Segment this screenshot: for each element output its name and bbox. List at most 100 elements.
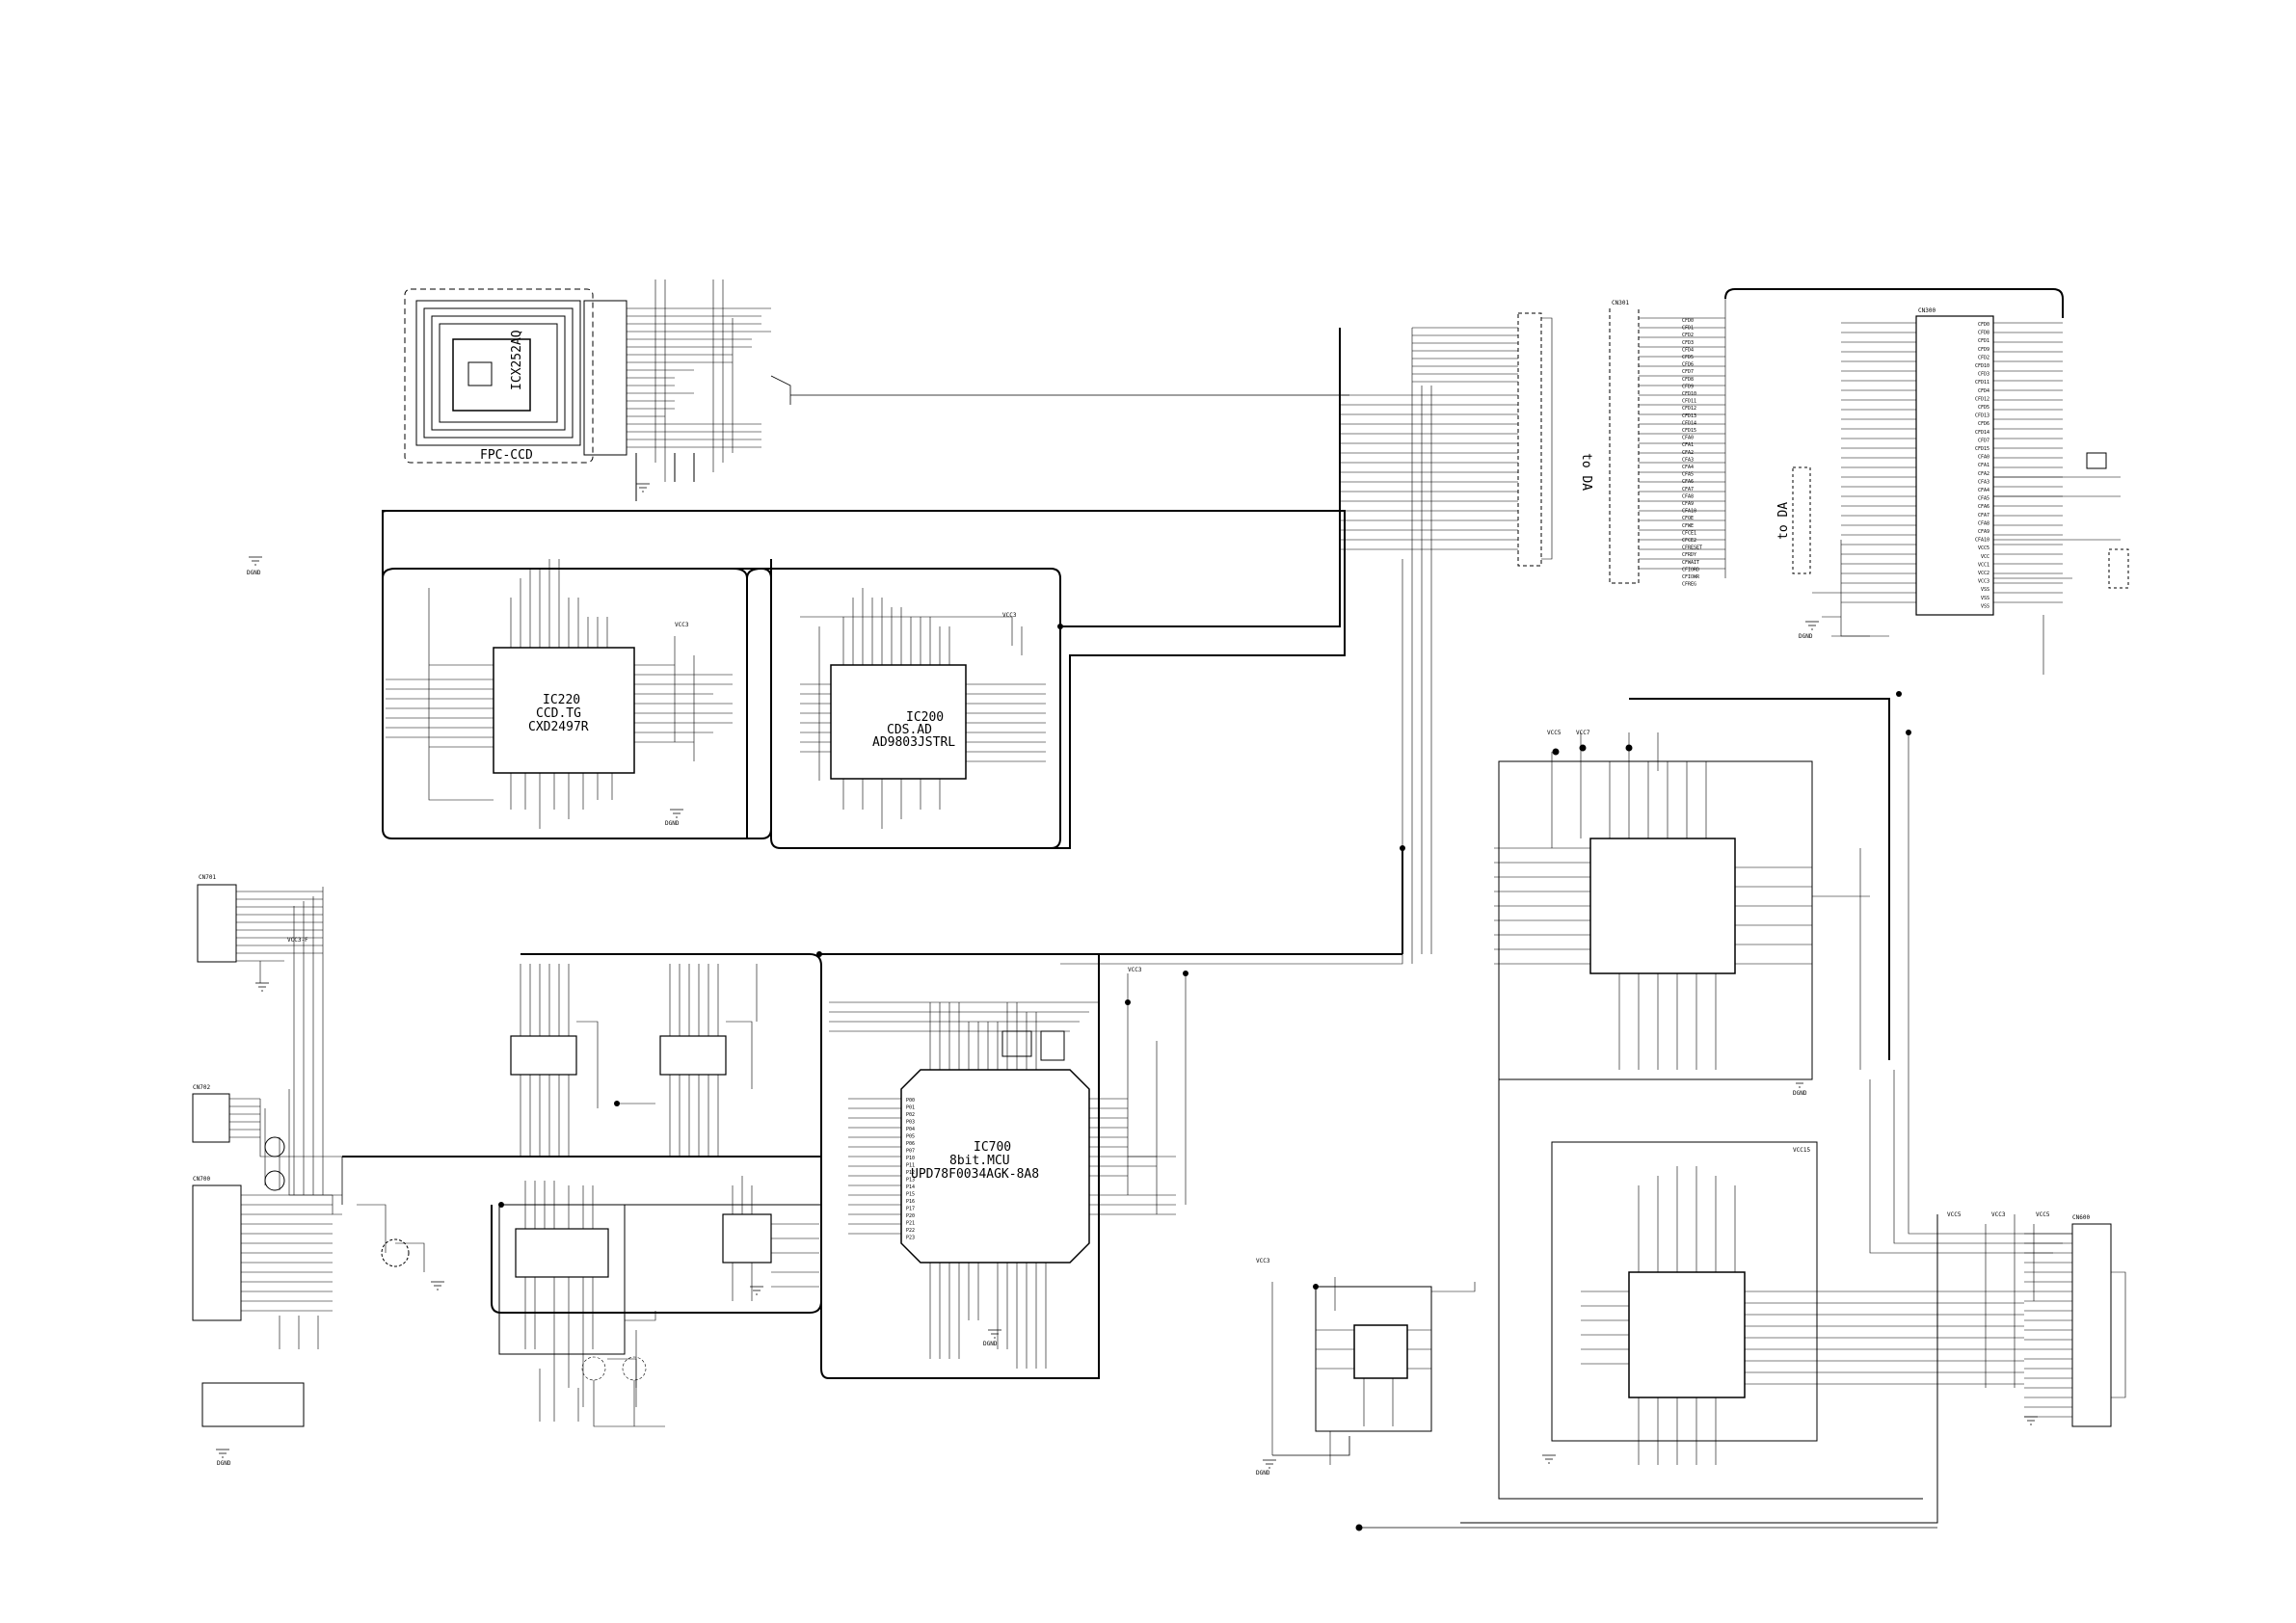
cn300-top-bus: [1724, 288, 2064, 318]
cn300_right-pin-label: CFD11: [1975, 380, 1989, 386]
cn301_left-pin-label: CFRDY: [1682, 552, 1696, 558]
ic700_left-pin-label: P22: [906, 1228, 915, 1234]
cn301_left-pin-label: CFD5: [1682, 355, 1694, 360]
ic220-part: CXD2497R: [528, 720, 589, 734]
cn301_left-pin-label: CFD3: [1682, 340, 1694, 346]
ic200-part: AD9803JSTRL: [872, 735, 955, 750]
cn301_left-pin-label: CFA3: [1682, 457, 1694, 463]
ic700_left-pin-label: P23: [906, 1236, 915, 1241]
cn300_right-pin-label: CFD6: [1978, 421, 1989, 427]
ic700_left-pin-label: P07: [906, 1149, 915, 1155]
ground-symbols: [216, 483, 2038, 1469]
ic700_left-pin-label: P15: [906, 1192, 915, 1198]
cn300_right-pin-label: CFD1: [1978, 338, 1989, 344]
ic220-ref: IC220: [543, 693, 580, 707]
cn301_left-pin-label: CFWAIT: [1682, 560, 1699, 566]
cn702-left-block: [192, 1089, 342, 1196]
cn301_left-pin-label: CFCE1: [1682, 530, 1696, 536]
ic700_left-pin-label: P20: [906, 1213, 915, 1219]
cn301_left-pin-label: CFOE: [1682, 516, 1694, 521]
cn301_left-pin-label: CFD2: [1682, 333, 1694, 338]
cn301_left-pin-label: CFD1: [1682, 326, 1694, 332]
cn700-label: CN700: [193, 1176, 210, 1183]
cn300_right-pin-label: CFD15: [1975, 446, 1989, 452]
dgnd-label-b: DGND: [665, 820, 680, 827]
dgnd-label-e: DGND: [983, 1341, 998, 1347]
cn301_left-pin-label: CFD15: [1682, 428, 1696, 434]
cn300_right-pin-label: CFD12: [1975, 396, 1989, 402]
ic700-ref: IC700: [974, 1140, 1011, 1155]
ic200-func: CDS.AD: [887, 723, 932, 737]
dgnd-label-d: DGND: [1793, 1090, 1807, 1097]
fpc-ccd-label: FPC-CCD: [480, 448, 533, 463]
to-da-label-1: to DA: [1579, 453, 1593, 491]
cn301_left-pin-label: CFA9: [1682, 501, 1694, 507]
cn301_left-pin-label: CFA5: [1682, 472, 1694, 478]
dgnd-label-c: DGND: [1799, 633, 1813, 640]
cn300_right-pin-label: CFD0: [1978, 322, 1989, 328]
ic700_left-pin-label: P02: [906, 1112, 915, 1118]
cn301_left-pin-label: CFD14: [1682, 420, 1696, 426]
ic700_left-pin-label: P03: [906, 1120, 915, 1126]
cn300-connector-block: [1792, 315, 2129, 675]
cn301_left-pin-label: CFA2: [1682, 450, 1694, 456]
cn300_right-pin-label: CFA2: [1978, 471, 1989, 477]
cn300_right-pin-label: CFA0: [1978, 455, 1989, 461]
ic220-chip: [386, 559, 733, 829]
vcc3f-label: VCC3-F: [287, 937, 308, 944]
cn301_left-pin-label: CFREG: [1682, 582, 1696, 588]
ic700_left-pin-label: P12: [906, 1170, 915, 1176]
cn300_right-pin-label: CFD7: [1978, 438, 1989, 443]
cn300_right-pin-label: CFD10: [1975, 363, 1989, 369]
ic700_left-pin-label: P21: [906, 1221, 915, 1227]
ic252-part-label: ICX252AQ: [510, 330, 524, 390]
cn301_left-pin-label: CFA1: [1682, 442, 1694, 448]
cn700-left-block: [192, 1136, 425, 1427]
ic700_left-pin-label: P11: [906, 1163, 915, 1169]
ic700-chip: [829, 973, 1187, 1369]
cn301_left-pin-label: CFA0: [1682, 436, 1694, 441]
cn301_left-pin-label: CFD0: [1682, 318, 1694, 324]
cn301-pin-labels: CFD0CFD1CFD2CFD3CFD4CFD5CFD6CFD7CFD8CFD9…: [1682, 318, 1702, 588]
cn301-label: CN301: [1612, 300, 1629, 306]
ic700-part: UPD78F0034AGK-8A8: [911, 1167, 1039, 1182]
cn300_right-pin-label: CFA5: [1978, 496, 1989, 502]
cn300_right-pin-label: CFA8: [1978, 520, 1989, 526]
cn702-label: CN702: [193, 1084, 210, 1091]
data-bus-center: [1060, 327, 1518, 965]
cn301_left-pin-label: CFA7: [1682, 487, 1694, 492]
cn300_right-pin-label: CFD3: [1978, 372, 1989, 378]
fpc-ccd-block: [404, 279, 1349, 501]
ic700_left-pin-label: P01: [906, 1105, 915, 1111]
cn301_left-pin-label: CFIOWR: [1682, 574, 1700, 580]
ic700_left-pin-label: P16: [906, 1199, 915, 1205]
ic200-ref: IC200: [906, 710, 944, 725]
cn301-connector-block: [1609, 299, 1726, 584]
cn301_left-pin-label: CFD12: [1682, 406, 1696, 412]
ic700_left-pin-label: P06: [906, 1141, 915, 1147]
ic700_left-pin-label: P04: [906, 1127, 915, 1132]
cn300_right-pin-label: CFD4: [1978, 388, 1989, 394]
cn701-left-block: [197, 884, 324, 1195]
cn300_right-pin-label: CFD14: [1975, 430, 1989, 436]
dgnd-label-f: DGND: [1256, 1470, 1270, 1477]
mux-chips: [510, 964, 758, 1157]
cn600-label: CN600: [2072, 1214, 2090, 1221]
cn300_right-pin-label: CFD13: [1975, 413, 1989, 419]
cn301_left-pin-label: CFA10: [1682, 509, 1696, 515]
right-da-block: [1460, 732, 2072, 1524]
led-drivers: [539, 1356, 665, 1427]
dgnd-label-a: DGND: [247, 570, 261, 576]
cn300_right-pin-label: CFA6: [1978, 504, 1989, 510]
cn300_right-pin-label: CFA4: [1978, 488, 1989, 493]
ic700_left-pin-label: P13: [906, 1178, 915, 1184]
vcc3-label-c: VCC3: [1991, 1211, 2006, 1218]
cn301_left-pin-label: CFD10: [1682, 391, 1696, 397]
right-analog-block: [1494, 698, 1890, 1080]
cn301_left-pin-label: CFIORD: [1682, 567, 1699, 572]
cn701-label: CN701: [199, 874, 216, 881]
cn300_right-pin-label: CFD9: [1978, 347, 1989, 353]
eeprom-block: [498, 1176, 819, 1407]
cn301_left-pin-label: CFD11: [1682, 399, 1696, 405]
